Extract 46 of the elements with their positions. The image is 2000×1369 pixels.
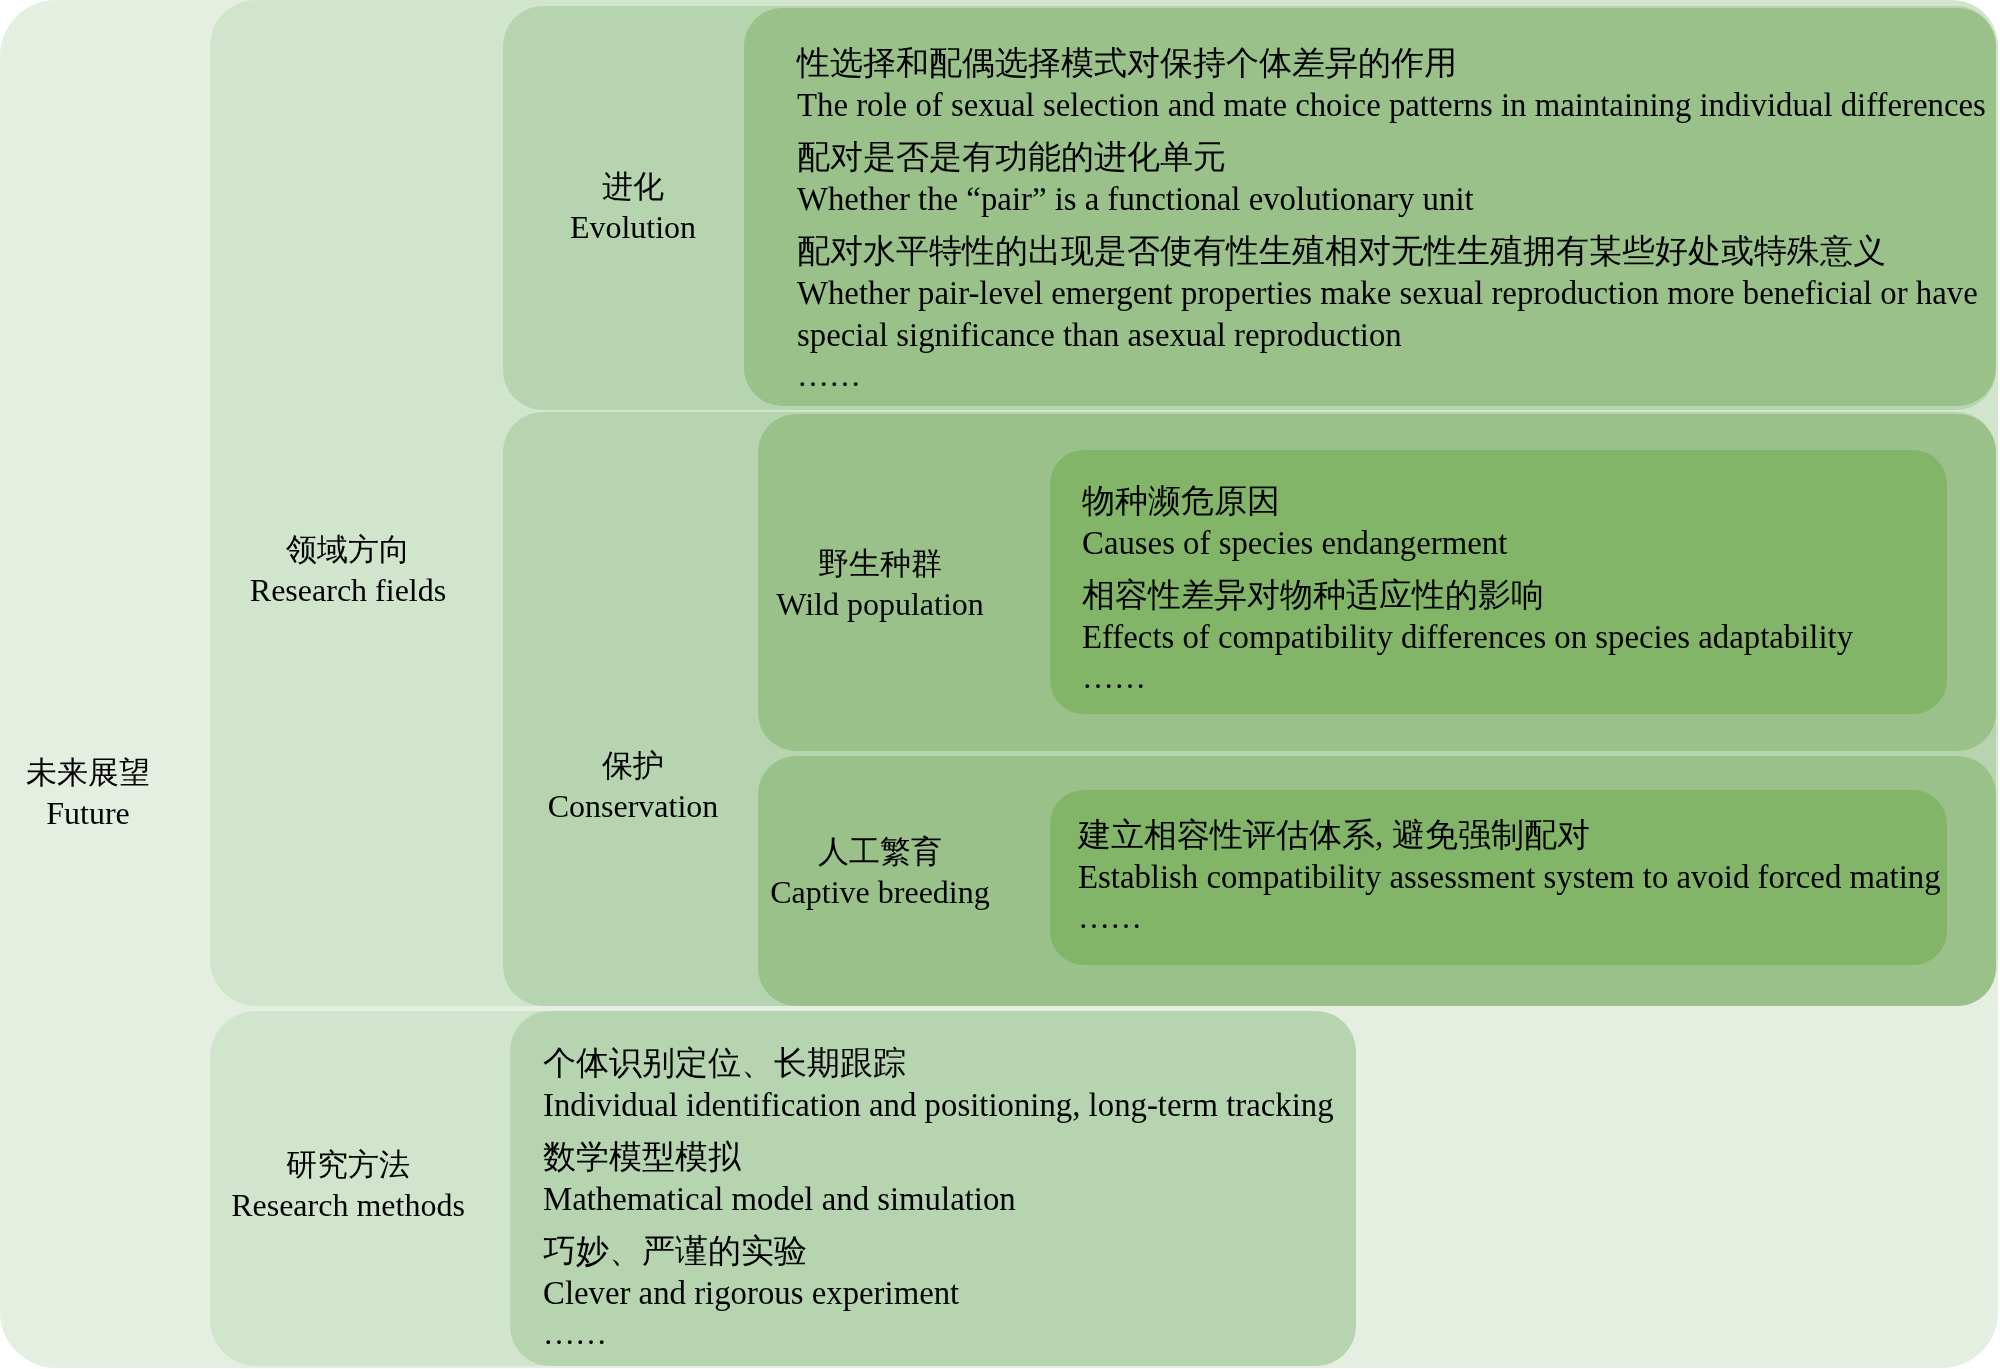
list-item: Mathematical model and simulation — [543, 1180, 1016, 1219]
list-item: Effects of compatibility differences on species adaptability — [1082, 618, 1854, 657]
list-item: 巧妙、严谨的实验 — [543, 1232, 807, 1271]
subcategory-panel — [758, 756, 1996, 1006]
list-item: 建立相容性评估体系, 避免强制配对 — [1078, 816, 1590, 855]
heading: 进化 — [602, 168, 664, 206]
list-item: Whether the “pair” is a functional evolutionary unit — [797, 180, 1474, 219]
list-item: 物种濒危原因 — [1082, 482, 1280, 521]
heading: 未来展望 — [26, 754, 150, 792]
heading: Future — [46, 794, 130, 833]
category-panel — [210, 1011, 1356, 1366]
list-item: 配对水平特性的出现是否使有性生殖相对无性生殖拥有某些好处或特殊意义 — [797, 232, 1886, 271]
list-item: 配对是否是有功能的进化单元 — [797, 138, 1226, 177]
category-panel — [210, 0, 1998, 1006]
ellipsis: …… — [1078, 898, 1142, 936]
list-item: Individual identification and positioning, long-term tracking — [543, 1086, 1334, 1125]
content-box — [1050, 450, 1947, 714]
heading: Wild population — [776, 585, 984, 624]
heading: 野生种群 — [818, 545, 942, 583]
subcategory-panel — [758, 414, 1996, 751]
list-item: Whether pair-level emergent properties make sexual reproduction more beneficial or have special significance than asexual reproduction — [797, 274, 1979, 355]
heading: 保护 — [602, 747, 664, 785]
content-box — [744, 8, 1996, 406]
subcategory-panel — [503, 412, 1996, 1006]
ellipsis: …… — [543, 1314, 607, 1352]
heading: 人工繁育 — [818, 833, 942, 871]
list-item: Causes of species endangerment — [1082, 524, 1508, 563]
list-item: 个体识别定位、长期跟踪 — [543, 1044, 906, 1083]
heading: Conservation — [547, 787, 719, 826]
content-box — [1050, 790, 1947, 965]
heading: 领域方向 — [286, 531, 410, 569]
list-item: 相容性差异对物种适应性的影响 — [1082, 576, 1544, 615]
subcategory-panel — [503, 6, 1996, 410]
heading: Research fields — [249, 571, 447, 610]
heading: 研究方法 — [286, 1146, 410, 1184]
list-item: Clever and rigorous experiment — [543, 1274, 960, 1313]
heading: Evolution — [569, 208, 697, 247]
content-box — [510, 1011, 1356, 1366]
heading: Research methods — [231, 1186, 465, 1225]
list-item: 数学模型模拟 — [543, 1138, 741, 1177]
list-item: The role of sexual selection and mate choice patterns in maintaining individual differences — [797, 86, 1986, 125]
list-item: Establish compatibility assessment system to avoid forced mating — [1078, 858, 1941, 897]
heading: Captive breeding — [770, 873, 990, 912]
ellipsis: …… — [1082, 658, 1146, 696]
ellipsis: …… — [797, 356, 861, 394]
list-item: 性选择和配偶选择模式对保持个体差异的作用 — [797, 44, 1457, 83]
